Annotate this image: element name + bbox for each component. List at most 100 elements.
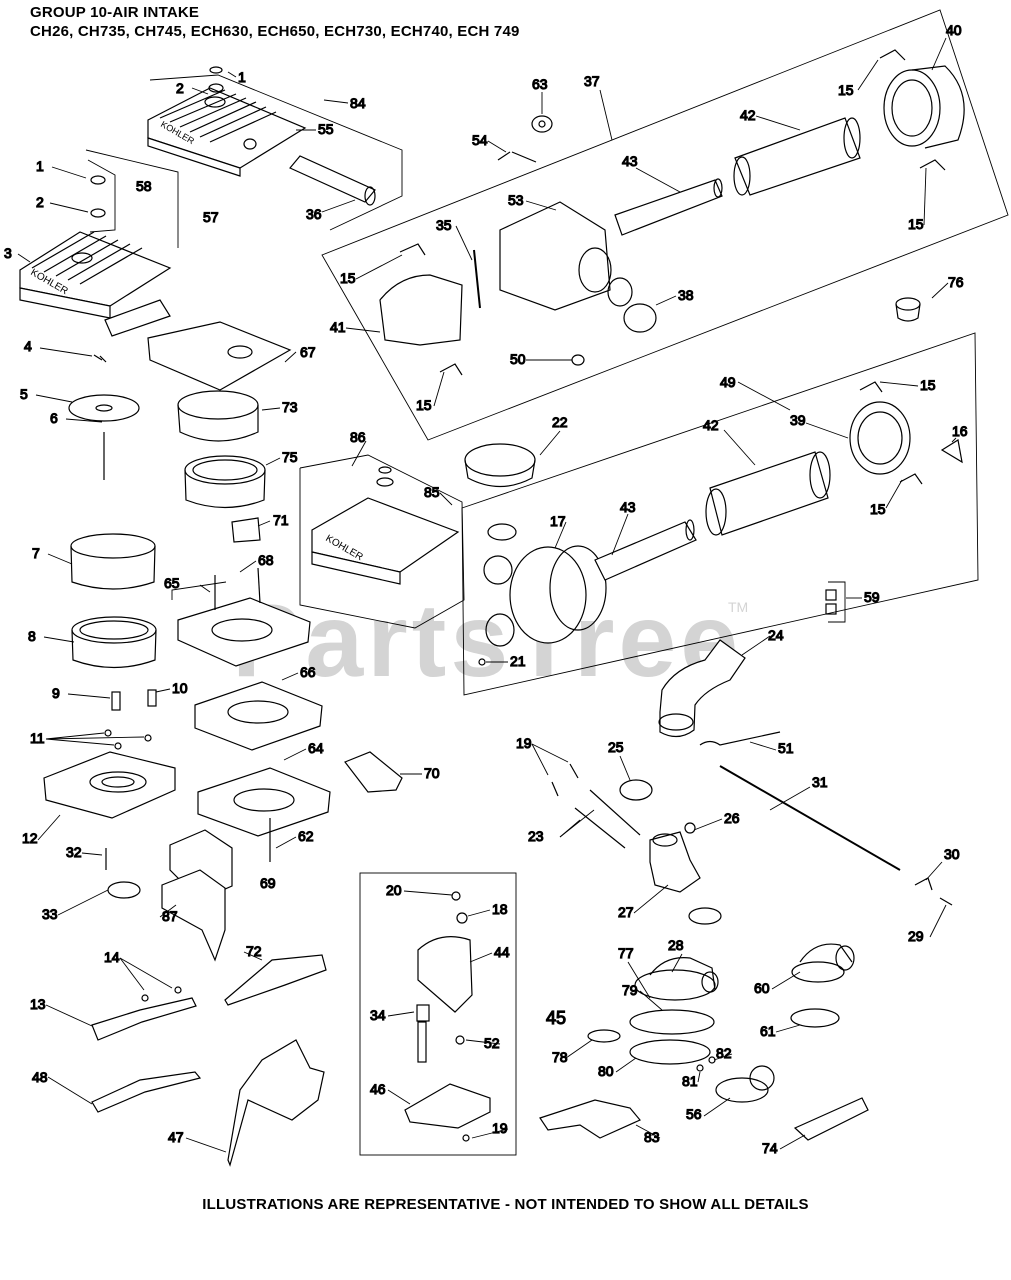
callout-41[interactable]: 40 [945,21,962,38]
callout-42[interactable]: 42 [739,106,756,123]
callout-47[interactable]: 35 [435,216,452,233]
callout-16[interactable]: 7 [31,544,40,561]
callout-85[interactable]: 45 [545,1007,566,1028]
callout-65[interactable]: 59 [863,588,880,605]
callout-51[interactable]: 76 [947,273,964,290]
callout-84[interactable]: 79 [621,981,638,998]
callout-91[interactable]: 81 [681,1072,698,1089]
callout-52[interactable]: 50 [509,350,526,367]
callout-55[interactable]: 15 [919,376,936,393]
callout-35[interactable]: 13 [29,995,46,1012]
callout-76[interactable]: 29 [907,927,924,944]
callout-54[interactable]: 49 [719,373,736,390]
callout-95[interactable]: 83 [643,1128,660,1145]
callout-53[interactable]: 15 [415,396,432,413]
callout-87[interactable]: 61 [759,1022,776,1039]
callout-92[interactable]: 46 [369,1080,386,1097]
callout-22[interactable]: 9 [51,684,60,701]
callout-33[interactable]: 14 [103,948,120,965]
callout-83[interactable]: 34 [369,1006,386,1023]
callout-21[interactable]: 66 [299,663,316,680]
callout-48[interactable]: 15 [339,269,356,286]
callout-96[interactable]: 74 [761,1139,778,1156]
callout-5[interactable]: 1 [35,157,44,174]
callout-9[interactable]: 3 [3,244,12,261]
callout-69[interactable]: 19 [515,734,532,751]
callout-58[interactable]: 16 [951,422,968,439]
callout-40[interactable]: 54 [471,131,488,148]
callout-30[interactable]: 69 [259,874,276,891]
callout-34[interactable]: 72 [245,942,262,959]
callout-0[interactable]: 1 [237,68,246,85]
callout-14[interactable]: 6 [49,409,58,426]
callout-19[interactable]: 68 [257,551,274,568]
callout-10[interactable]: 67 [299,343,316,360]
callout-23[interactable]: 10 [171,679,188,696]
watermark-tm: TM [728,599,748,615]
callout-45[interactable]: 53 [507,191,524,208]
leader-line-35 [45,1004,93,1027]
callout-1[interactable]: 2 [175,79,184,96]
callout-71[interactable]: 31 [811,773,828,790]
leader-line-85 [387,1011,415,1017]
callout-15[interactable]: 75 [281,448,298,465]
callout-62[interactable]: 43 [619,498,636,515]
callout-38[interactable]: 63 [531,75,548,92]
callout-43[interactable]: 15 [837,81,854,98]
callout-75[interactable]: 27 [617,903,634,920]
callout-8[interactable]: 57 [202,208,219,225]
callout-86[interactable]: 52 [483,1034,500,1051]
callout-3[interactable]: 55 [317,120,334,137]
callout-50[interactable]: 41 [329,318,346,335]
callout-7[interactable]: 2 [35,193,44,210]
callout-82[interactable]: 60 [753,979,770,996]
callout-56[interactable]: 39 [789,411,806,428]
callout-80[interactable]: 28 [667,936,684,953]
callout-70[interactable]: 25 [607,738,624,755]
callout-66[interactable]: 21 [509,652,526,669]
callout-72[interactable]: 26 [723,809,740,826]
callout-27[interactable]: 12 [21,829,38,846]
callout-24[interactable]: 11 [29,729,45,746]
callout-20[interactable]: 8 [27,627,36,644]
callout-6[interactable]: 58 [135,177,152,194]
callout-32[interactable]: 87 [161,907,178,924]
callout-73[interactable]: 23 [527,827,544,844]
callout-93[interactable]: 56 [685,1105,702,1122]
callout-63[interactable]: 17 [549,512,566,529]
callout-61[interactable]: 85 [423,483,440,500]
callout-36[interactable]: 48 [31,1068,48,1085]
callout-81[interactable]: 77 [617,944,634,961]
callout-90[interactable]: 80 [597,1062,614,1079]
callout-39[interactable]: 37 [583,72,600,89]
callout-11[interactable]: 4 [23,337,32,354]
callout-78[interactable]: 18 [491,900,508,917]
callout-74[interactable]: 30 [943,845,960,862]
callout-46[interactable]: 15 [907,215,924,232]
callout-13[interactable]: 73 [281,398,298,415]
callout-12[interactable]: 5 [19,385,28,402]
callout-77[interactable]: 20 [385,881,402,898]
callout-29[interactable]: 32 [65,843,82,860]
callout-44[interactable]: 43 [621,152,638,169]
callout-2[interactable]: 84 [349,94,366,111]
callout-57[interactable]: 42 [702,416,719,433]
callout-68[interactable]: 51 [777,739,794,756]
callout-28[interactable]: 62 [297,827,314,844]
callout-59[interactable]: 86 [349,428,366,445]
callout-79[interactable]: 44 [493,943,510,960]
callout-31[interactable]: 33 [41,905,58,922]
callout-94[interactable]: 19 [491,1119,508,1136]
callout-49[interactable]: 38 [677,286,694,303]
callout-37[interactable]: 47 [167,1128,184,1145]
callout-88[interactable]: 78 [551,1048,568,1065]
callout-25[interactable]: 64 [307,739,324,756]
callout-26[interactable]: 70 [423,764,440,781]
callout-89[interactable]: 82 [715,1044,732,1061]
callout-17[interactable]: 71 [272,511,289,528]
callout-18[interactable]: 65 [163,574,180,591]
callout-4[interactable]: 36 [305,205,322,222]
callout-64[interactable]: 15 [869,500,886,517]
callout-67[interactable]: 24 [767,626,784,643]
callout-60[interactable]: 22 [551,413,568,430]
